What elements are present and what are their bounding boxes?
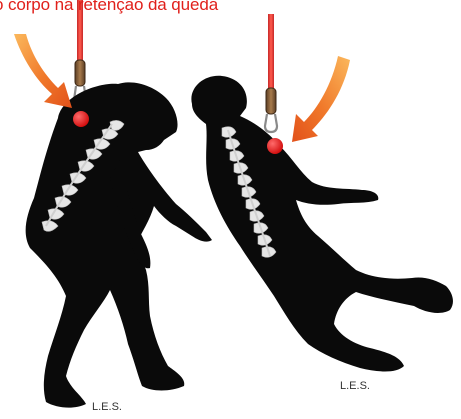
curved-arrow-icon — [14, 34, 72, 108]
curved-arrow-icon — [292, 56, 350, 142]
left-silhouette — [26, 82, 212, 407]
left-lanyard — [74, 0, 86, 106]
left-figure-credit: L.E.S. — [92, 401, 122, 413]
left-attachment-point — [73, 111, 89, 127]
left-figure — [26, 0, 212, 408]
figure-caption: o corpo na retenção da queda — [0, 0, 218, 15]
right-attachment-point — [267, 138, 283, 154]
right-figure — [191, 14, 453, 372]
right-lanyard — [265, 14, 277, 132]
right-silhouette — [191, 76, 453, 372]
right-figure-credit: L.E.S. — [340, 380, 370, 392]
carabiner-icon — [265, 114, 277, 132]
